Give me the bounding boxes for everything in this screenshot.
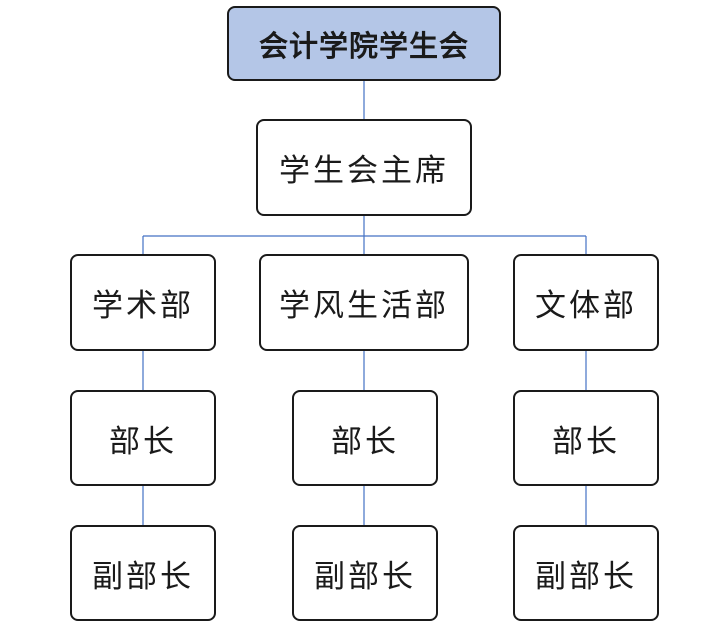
department-head-box-study-life: 部长 bbox=[292, 390, 438, 486]
department-head-label: 部长 bbox=[109, 423, 177, 460]
department-head-box-arts-sports: 部长 bbox=[513, 390, 659, 486]
org-root-box: 会计学院学生会 bbox=[227, 6, 501, 81]
chairman-label: 学生会主席 bbox=[279, 153, 449, 189]
deputy-head-label: 副部长 bbox=[92, 558, 194, 595]
deputy-head-box-arts-sports: 副部长 bbox=[513, 525, 659, 621]
department-label: 学风生活部 bbox=[279, 288, 449, 324]
deputy-head-label: 副部长 bbox=[314, 558, 416, 595]
chairman-box: 学生会主席 bbox=[256, 119, 472, 216]
department-head-label: 部长 bbox=[552, 423, 620, 460]
deputy-head-label: 副部长 bbox=[535, 558, 637, 595]
deputy-head-box-academic: 副部长 bbox=[70, 525, 216, 621]
org-root-label: 会计学院学生会 bbox=[258, 28, 469, 63]
department-head-label: 部长 bbox=[331, 423, 399, 460]
department-head-box-academic: 部长 bbox=[70, 390, 216, 486]
department-box-arts-sports: 文体部 bbox=[513, 254, 659, 351]
deputy-head-box-study-life: 副部长 bbox=[292, 525, 438, 621]
department-label: 学术部 bbox=[92, 288, 194, 324]
department-box-academic: 学术部 bbox=[70, 254, 216, 351]
department-box-study-life: 学风生活部 bbox=[259, 254, 469, 351]
department-label: 文体部 bbox=[535, 288, 637, 324]
